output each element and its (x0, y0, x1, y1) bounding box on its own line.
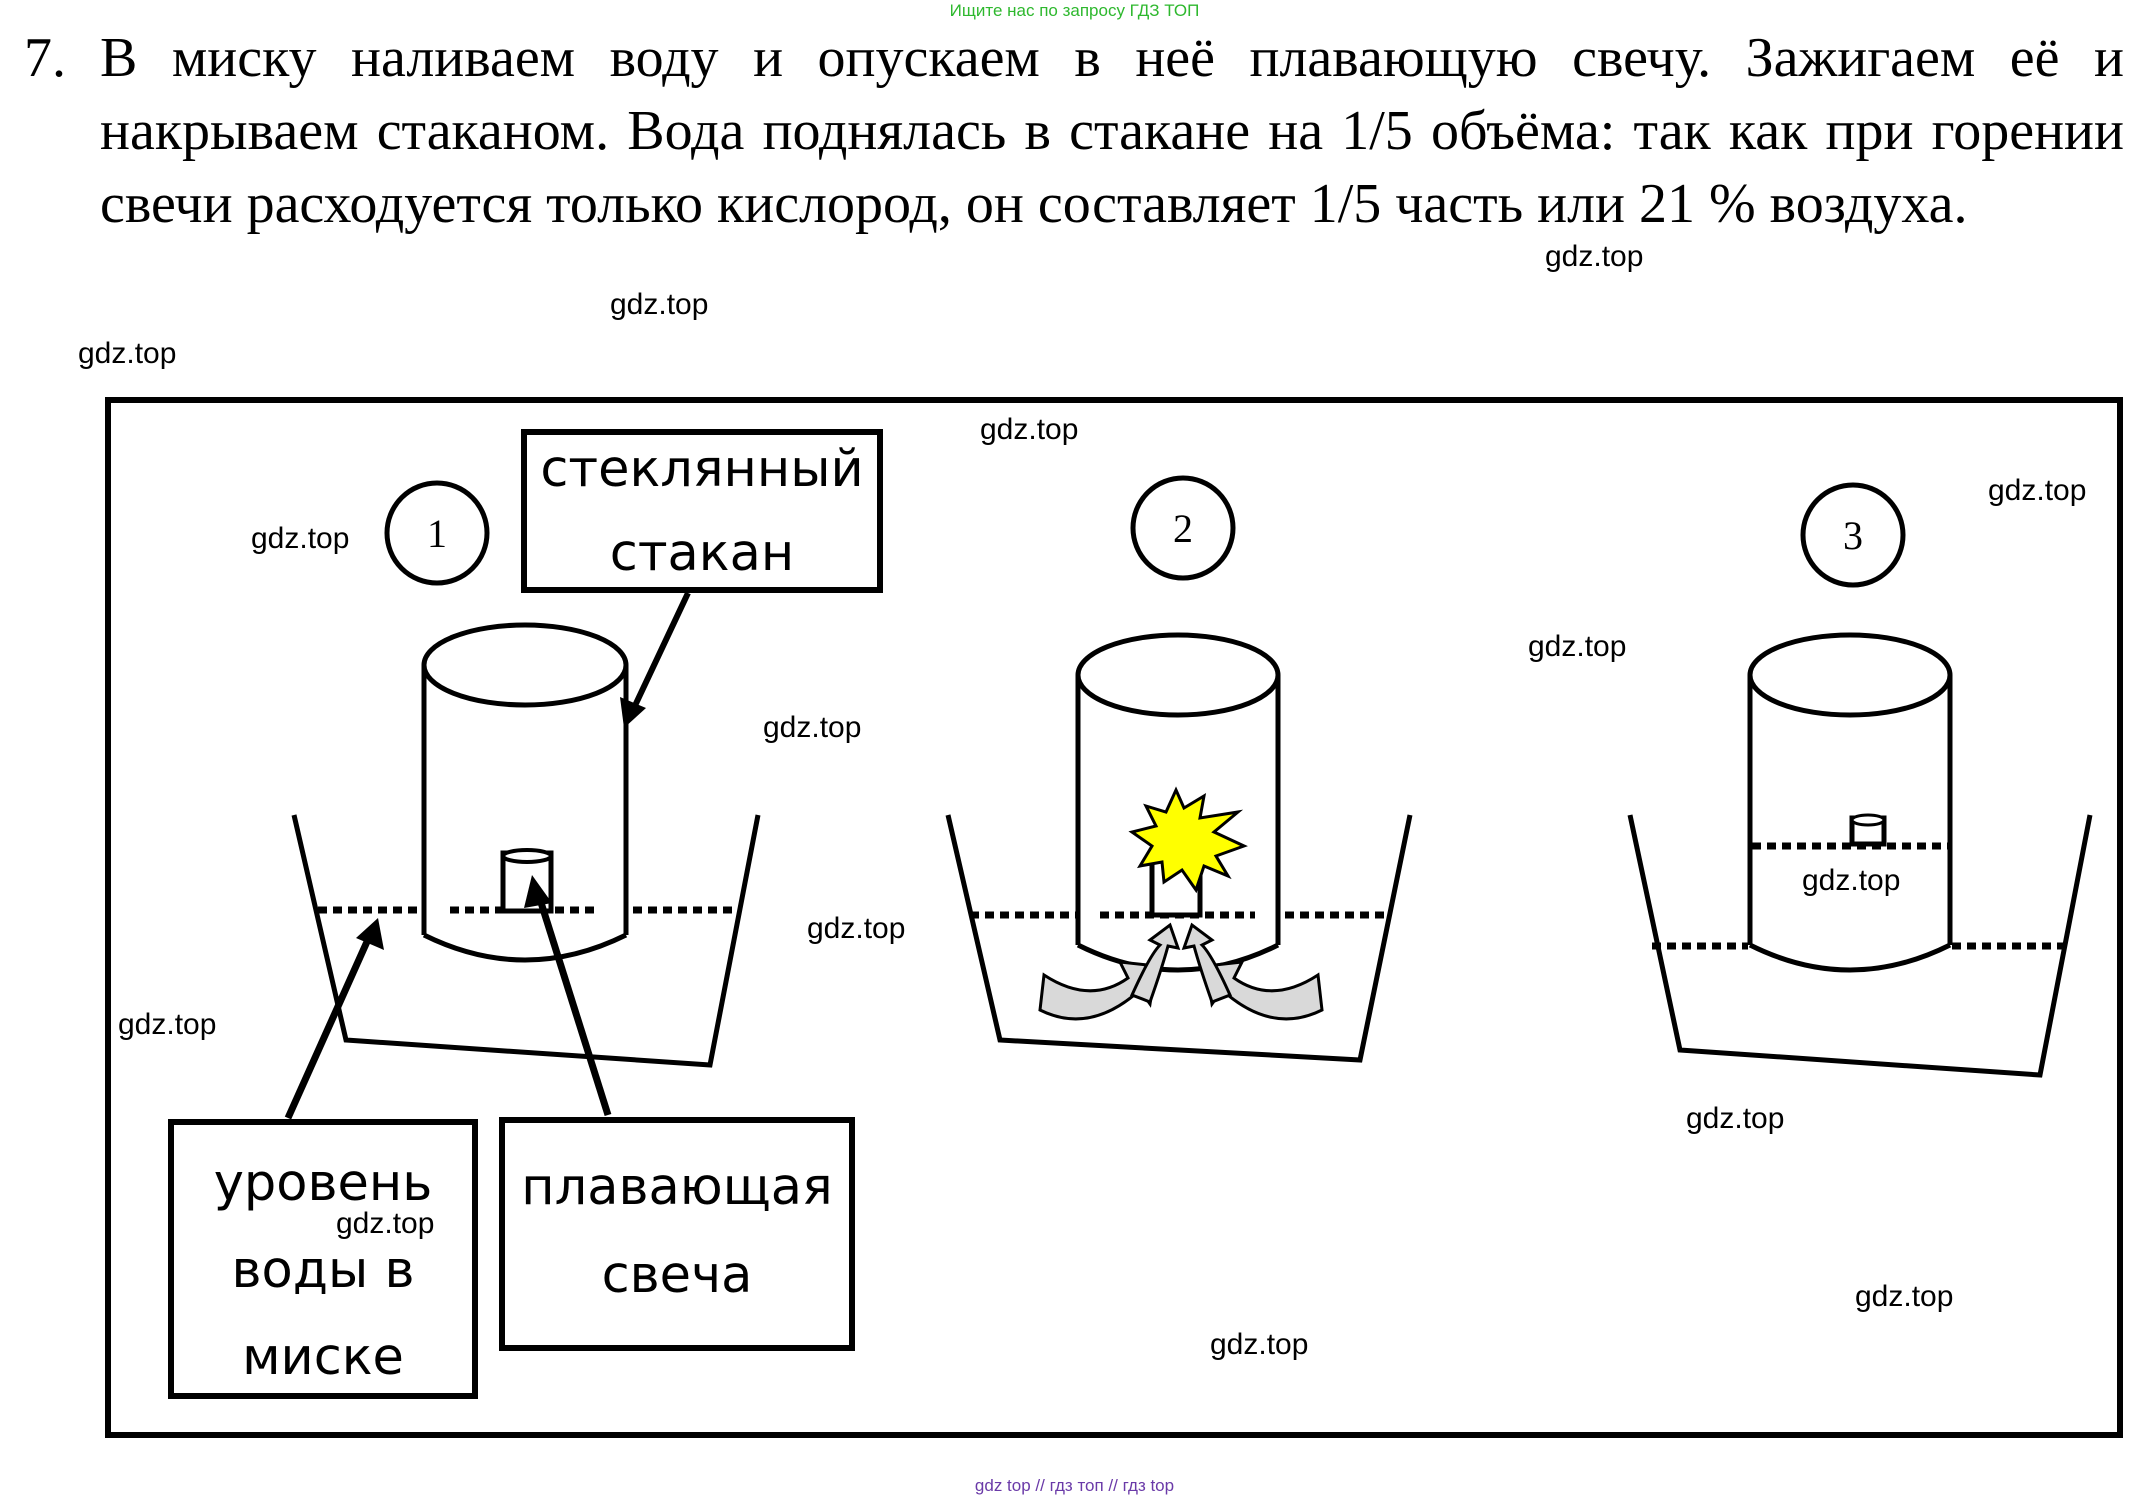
watermark: gdz.top (1210, 1328, 1309, 1361)
air-flow-arrows-icon (1038, 922, 1324, 1021)
bowl-2 (945, 814, 1413, 1063)
step-1-number: 1 (427, 511, 447, 556)
candle-label-line1: плавающая (521, 1158, 832, 1217)
task-7: 7. В миску наливаем воду и опускаем в не… (24, 22, 2124, 241)
water-label-line1: уровень (214, 1154, 433, 1213)
watermark: gdz.top (1855, 1280, 1954, 1313)
watermark: gdz.top (1802, 864, 1901, 897)
candle-pointer (534, 891, 612, 1117)
candle-label-line2: свеча (602, 1246, 753, 1305)
figure-frame (105, 397, 2123, 1438)
step-3-number: 3 (1843, 513, 1863, 558)
watermark: gdz.top (251, 522, 350, 555)
watermark: gdz.top (763, 711, 862, 744)
water-label-line3: миске (242, 1328, 404, 1387)
water-label-box (168, 1119, 478, 1399)
watermark: gdz.top (118, 1008, 217, 1041)
glass-label-line2: стакан (610, 524, 794, 583)
step-3-circle (1800, 482, 1906, 588)
watermark: gdz.top (1686, 1102, 1785, 1135)
watermark: gdz.top (78, 337, 177, 370)
top-banner[interactable]: Ищите нас по запросу ГДЗ ТОП (949, 1, 1200, 20)
task-text: В миску наливаем воду и опускаем в неё п… (100, 27, 2124, 235)
step-1-circle (384, 480, 490, 586)
glass-label-box (521, 429, 883, 593)
glass-label-line1: стеклянный (540, 440, 863, 499)
candle-label-box (499, 1117, 855, 1351)
step-2-number: 2 (1173, 506, 1193, 551)
flame-icon (1128, 786, 1248, 894)
glass-pointer (629, 591, 691, 714)
water-label-line2: воды в (231, 1241, 414, 1300)
watermark: gdz.top (610, 288, 709, 321)
task-number: 7. (24, 27, 66, 89)
bottom-banner[interactable]: gdz top // гдз топ // гдз top (974, 1476, 1175, 1495)
candle-3 (1849, 813, 1887, 847)
watermark: gdz.top (336, 1207, 435, 1240)
watermark: gdz.top (1545, 240, 1644, 273)
watermark: gdz.top (980, 413, 1079, 446)
bowl-1 (291, 814, 761, 1068)
watermark: gdz.top (1528, 630, 1627, 663)
watermark: gdz.top (807, 912, 906, 945)
step-2-circle (1130, 475, 1236, 581)
watermark: gdz.top (1988, 474, 2087, 507)
glass-3 (1747, 632, 1953, 973)
water-pointer (284, 933, 374, 1120)
